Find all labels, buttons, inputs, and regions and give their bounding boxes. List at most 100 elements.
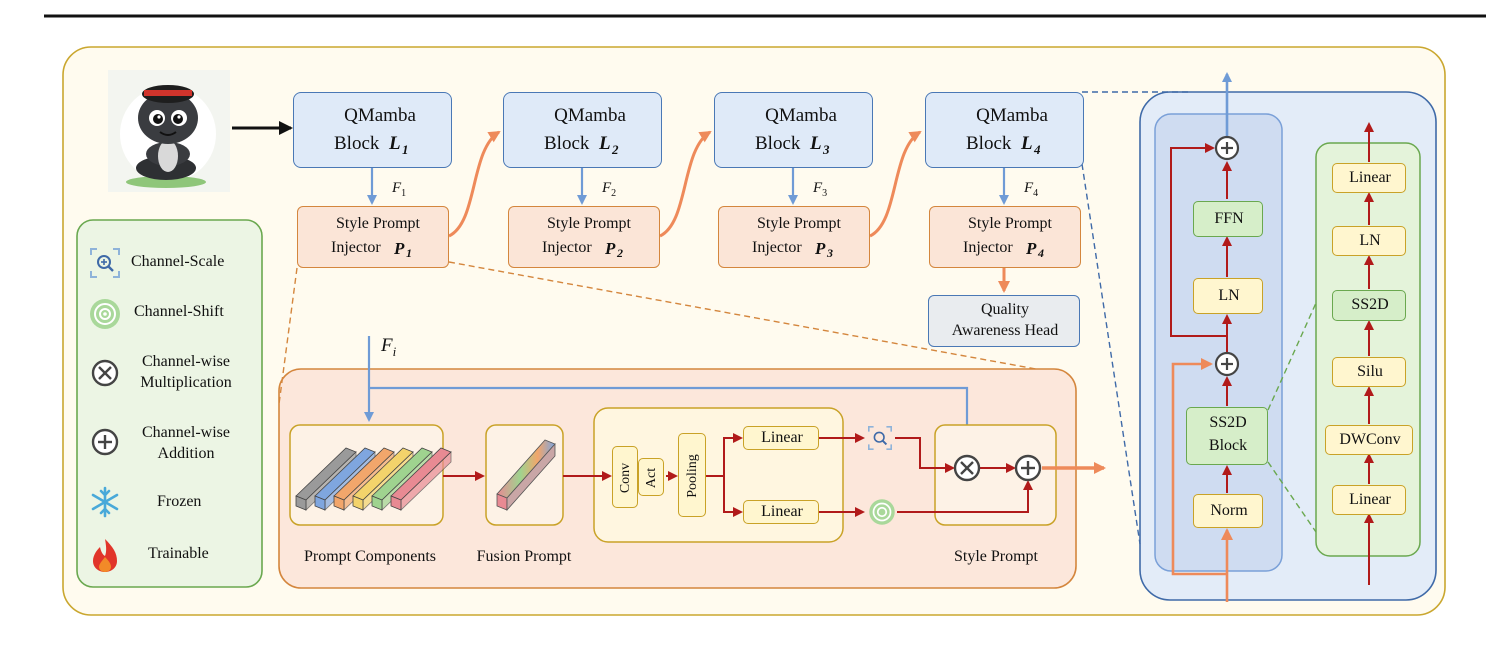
act-label: Act xyxy=(643,467,659,489)
ffn-label: FFN xyxy=(1214,210,1244,227)
injector-symbol: P xyxy=(815,239,826,258)
block-index: 2 xyxy=(612,142,619,157)
inject-arrow-1 xyxy=(448,130,501,238)
addition-icon xyxy=(1014,454,1042,482)
feature-label-2: F2 xyxy=(602,180,617,199)
qmamba-block-3: QMamba Block L 3 xyxy=(714,92,873,168)
quality-awareness-head: Quality Awareness Head xyxy=(928,295,1080,347)
arrow-pool-linear-top xyxy=(706,433,743,477)
head-line1: Quality xyxy=(981,301,1029,318)
legend-frozen: Frozen xyxy=(157,493,202,510)
style-prompt-injector-3: Style Prompt Injector P 3 xyxy=(718,206,870,268)
conv-box: Conv xyxy=(612,446,638,508)
feature-label-3: F3 xyxy=(813,180,828,199)
injector-index: 2 xyxy=(617,246,623,260)
block-sub: Block xyxy=(334,133,380,154)
block-sub: Block xyxy=(544,133,590,154)
legend-channel-shift: Channel-Shift xyxy=(134,303,224,320)
channel-scale-icon xyxy=(90,248,120,278)
addition-icon xyxy=(91,428,119,456)
injector-symbol: P xyxy=(394,239,405,258)
block-name: QMamba xyxy=(344,105,416,126)
linear-bottom-label: Linear xyxy=(761,503,803,520)
block-index: 3 xyxy=(823,142,830,157)
injector-symbol: P xyxy=(1026,239,1037,258)
prompt-components-sticks xyxy=(295,447,452,511)
ss2d-core-label: SS2D xyxy=(1351,296,1389,313)
block-symbol: L xyxy=(810,133,822,154)
linear-top-label: Linear xyxy=(761,429,803,446)
norm-label: Norm xyxy=(1210,502,1248,519)
ss2d-ln-box: LN xyxy=(1332,226,1406,256)
prompt-component-stick xyxy=(390,447,452,511)
zoom-line-green-bottom xyxy=(1267,461,1317,533)
fusion-prompt-stick xyxy=(496,439,556,512)
norm-box: Norm xyxy=(1193,494,1263,528)
block-name: QMamba xyxy=(765,105,837,126)
ss2d-block-line1: SS2D xyxy=(1209,414,1247,431)
caption-fusion-prompt: Fusion Prompt xyxy=(476,548,572,565)
channel-scale-icon xyxy=(867,425,893,451)
block-symbol: L xyxy=(1021,133,1033,154)
zoom-line-left xyxy=(278,267,298,405)
zoom-line-blue-bottom xyxy=(1081,163,1141,545)
injector-line2: Injector xyxy=(963,239,1013,256)
legend-trainable: Trainable xyxy=(148,545,209,562)
channel-shift-icon xyxy=(869,499,895,525)
ln-label: LN xyxy=(1218,287,1240,304)
inject-arrow-3 xyxy=(869,130,922,238)
ln-box: LN xyxy=(1193,278,1263,314)
style-prompt-injector-2: Style Prompt Injector P 2 xyxy=(508,206,660,268)
input-image xyxy=(108,70,230,192)
legend-add-line1: Channel-wise xyxy=(142,424,230,441)
block-name: QMamba xyxy=(554,105,626,126)
style-box xyxy=(934,424,1057,526)
pooling-label: Pooling xyxy=(684,454,700,498)
act-box: Act xyxy=(638,458,664,496)
conv-label: Conv xyxy=(617,462,633,494)
head-line2: Awareness Head xyxy=(951,322,1059,339)
channel-shift-icon xyxy=(90,299,120,329)
injector-symbol: P xyxy=(605,239,616,258)
injector-index: 3 xyxy=(827,246,833,260)
qmamba-block-2: QMamba Block L 2 xyxy=(503,92,662,168)
ss2d-ln-label: LN xyxy=(1359,232,1381,249)
injector-line1: Style Prompt xyxy=(756,215,842,232)
legend-mult-line2: Multiplication xyxy=(140,374,232,391)
injector-line2: Injector xyxy=(331,239,381,256)
qmamba-block-4: QMamba Block L 4 xyxy=(925,92,1084,168)
block-sub: Block xyxy=(755,133,801,154)
injector-line2: Injector xyxy=(752,239,802,256)
ss2d-core-box: SS2D xyxy=(1332,290,1406,321)
injector-index: 4 xyxy=(1038,246,1044,260)
caption-style-prompt: Style Prompt xyxy=(953,548,1039,565)
residual-arrow-bottom xyxy=(1171,358,1227,576)
ss2d-block-line2: Block xyxy=(1208,437,1248,454)
inject-arrow-2 xyxy=(659,130,712,238)
ss2d-linear-bottom-label: Linear xyxy=(1349,491,1391,508)
feature-label-1: F1 xyxy=(392,180,407,199)
injector-line1: Style Prompt xyxy=(335,215,421,232)
block-symbol: L xyxy=(599,133,611,154)
ss2d-block-box: SS2D Block xyxy=(1186,407,1268,465)
trainable-icon xyxy=(93,539,117,572)
legend-mult-line1: Channel-wise xyxy=(142,353,230,370)
style-prompt-injector-1: Style Prompt Injector P 1 xyxy=(297,206,449,268)
linear-top-box: Linear xyxy=(743,426,819,450)
ss2d-linear-bottom-box: Linear xyxy=(1332,485,1406,515)
silu-label: Silu xyxy=(1357,363,1383,380)
pooling-op-box: Pooling xyxy=(678,433,706,517)
linear-bottom-box: Linear xyxy=(743,500,819,524)
legend-frame xyxy=(76,219,263,588)
injector-line1: Style Prompt xyxy=(967,215,1053,232)
silu-box: Silu xyxy=(1332,357,1406,387)
dwconv-box: DWConv xyxy=(1325,425,1413,455)
arrow-scale-mult xyxy=(895,437,955,473)
ss2d-linear-top-label: Linear xyxy=(1349,169,1391,186)
block-sub: Block xyxy=(966,133,1012,154)
caption-prompt-components: Prompt Components xyxy=(303,548,437,565)
ss2d-linear-top-box: Linear xyxy=(1332,163,1406,193)
residual-arrow-top xyxy=(1170,143,1227,337)
ffn-box: FFN xyxy=(1193,201,1263,237)
